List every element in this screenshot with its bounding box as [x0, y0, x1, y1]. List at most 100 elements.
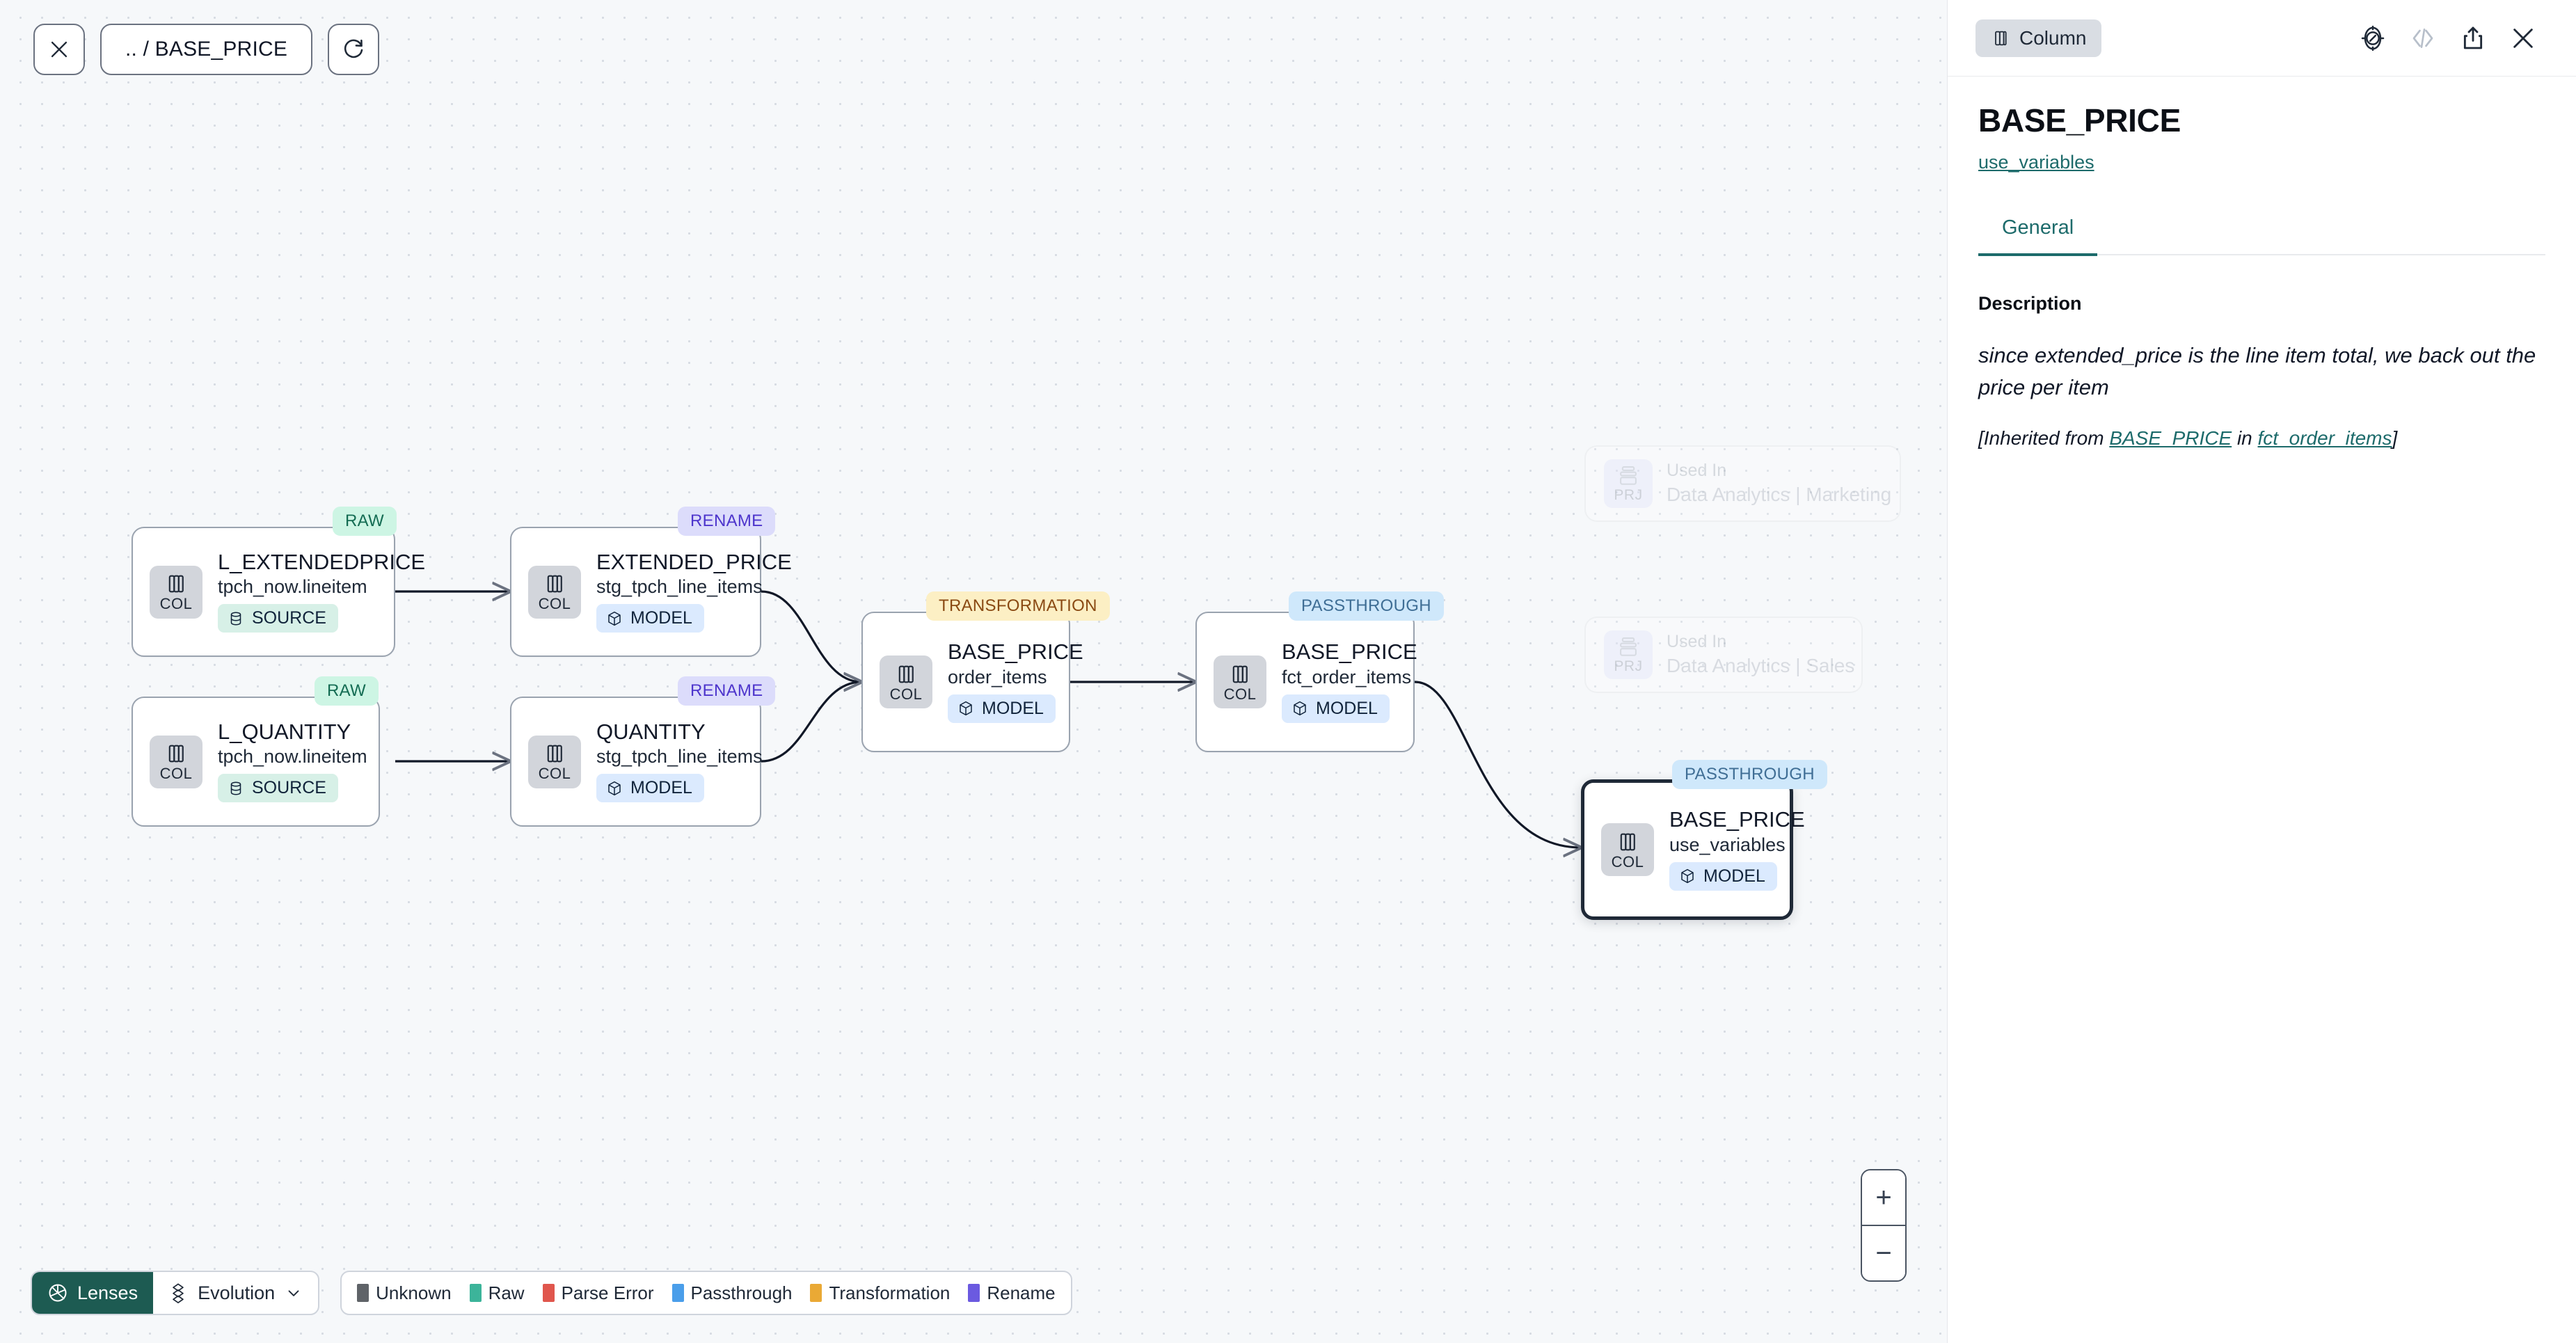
entity-type-chip[interactable]: Column	[1975, 19, 2102, 57]
evolution-dropdown[interactable]: Evolution	[153, 1272, 318, 1314]
lenses-label: Lenses	[77, 1282, 138, 1303]
column-icon-tile: COL	[1601, 823, 1654, 876]
column-icon	[168, 575, 184, 593]
cube-icon	[960, 701, 972, 716]
project-icon-label: PRJ	[1614, 658, 1643, 674]
legend-label: Rename	[987, 1282, 1056, 1303]
refresh-button[interactable]	[328, 24, 380, 75]
used-in-label: Used In	[1667, 460, 1727, 480]
evolution-label: Evolution	[198, 1282, 276, 1303]
compass-icon[interactable]	[2359, 24, 2387, 52]
project-icon	[1620, 466, 1637, 485]
share-icon[interactable]	[2459, 24, 2487, 52]
lineage-node-extended-price[interactable]: COL EXTENDED_PRICE stg_tpch_line_items M…	[510, 527, 792, 657]
breadcrumb[interactable]: .. / BASE_PRICE	[100, 24, 313, 75]
zoom-out-button[interactable]: −	[1862, 1226, 1905, 1280]
details-panel-body: BASE_PRICE use_variables General Descrip…	[1948, 77, 2576, 452]
used-in-card[interactable]: PRJ Used In Data Analytics | Marketing	[1584, 445, 1901, 522]
refresh-icon	[344, 39, 363, 58]
node-type-label: SOURCE	[252, 608, 326, 628]
legend-item-passthrough: Passthrough	[671, 1282, 793, 1304]
column-icon-label: COL	[1611, 852, 1644, 871]
project-icon-tile: PRJ	[1604, 459, 1653, 508]
lineage-node-l-extendedprice[interactable]: COL L_EXTENDEDPRICE tpch_now.lineitem SO…	[132, 527, 425, 657]
used-in-name: Data Analytics | Marketing	[1667, 484, 1892, 506]
zoom-in-button[interactable]: +	[1862, 1170, 1905, 1225]
column-icon	[168, 745, 184, 763]
used-in-label: Used In	[1667, 631, 1727, 651]
inherited-suffix: ]	[2392, 427, 2398, 449]
column-icon	[547, 575, 562, 593]
database-icon	[230, 781, 241, 795]
column-icon	[1995, 31, 2007, 45]
node-title: BASE_PRICE	[948, 639, 1083, 665]
node-kind-badge: PASSTHROUGH	[1289, 591, 1444, 621]
column-icon-tile: COL	[528, 565, 581, 619]
inherited-prefix: [Inherited from	[1978, 427, 2110, 449]
node-title: BASE_PRICE	[1669, 807, 1805, 832]
legend-item-raw: Raw	[469, 1282, 525, 1304]
project-icon-label: PRJ	[1614, 486, 1643, 503]
legend-swatch	[810, 1284, 822, 1302]
canvas-toolbar: .. / BASE_PRICE	[33, 24, 380, 75]
node-title: L_QUANTITY	[218, 719, 351, 744]
column-icon-label: COL	[538, 765, 571, 782]
legend-label: Passthrough	[690, 1282, 793, 1303]
column-icon-label: COL	[159, 765, 193, 782]
legend-swatch	[357, 1284, 369, 1302]
node-type-pill: MODEL	[948, 694, 1056, 723]
close-button[interactable]	[33, 24, 85, 75]
lineage-node-base-price-use-variables[interactable]: COL BASE_PRICE use_variables MODEL	[1581, 779, 1805, 920]
node-type-pill: MODEL	[596, 604, 704, 633]
node-type-pill: MODEL	[1669, 861, 1777, 891]
details-panel: Column	[1947, 0, 2576, 1343]
cube-icon	[1681, 869, 1694, 884]
legend-swatch	[671, 1284, 684, 1302]
code-icon[interactable]	[2409, 24, 2437, 52]
close-icon	[51, 41, 67, 58]
column-icon-tile: COL	[150, 735, 202, 788]
column-icon-tile: COL	[880, 655, 932, 708]
node-kind-badge: RENAME	[678, 507, 776, 536]
description-section-title: Description	[1978, 293, 2082, 314]
lenses-group: Lenses Evolution	[31, 1271, 320, 1315]
legend-item-transformation: Transformation	[810, 1282, 950, 1304]
column-icon	[547, 745, 562, 763]
chevron-down-icon	[288, 1290, 299, 1296]
zoom-controls: + −	[1861, 1169, 1907, 1282]
node-type-label: MODEL	[1316, 698, 1378, 718]
zoom-divider	[1862, 1225, 1905, 1226]
node-kind-badge: PASSTHROUGH	[1672, 760, 1827, 789]
node-type-pill: MODEL	[1282, 694, 1390, 723]
node-subtitle: stg_tpch_line_items	[596, 576, 763, 598]
lineage-node-base-price-order-items[interactable]: COL BASE_PRICE order_items MODEL	[861, 612, 1083, 752]
lineage-node-quantity[interactable]: COL QUANTITY stg_tpch_line_items MODEL	[510, 697, 763, 827]
tab-general[interactable]: General	[1978, 216, 2098, 256]
node-subtitle: stg_tpch_line_items	[596, 746, 763, 768]
panel-tabs: General	[1978, 216, 2545, 256]
inherited-middle: in	[2232, 427, 2258, 449]
details-panel-header: Column	[1948, 0, 2576, 77]
canvas-bottom-bar: Lenses Evolution Unkno	[31, 1271, 1072, 1315]
node-subtitle: fct_order_items	[1282, 666, 1412, 688]
lineage-node-base-price-fct-order-items[interactable]: COL BASE_PRICE fct_order_items MODEL	[1195, 612, 1417, 752]
aperture-icon	[49, 1284, 67, 1302]
evolution-icon	[173, 1283, 184, 1303]
column-icon	[1232, 665, 1248, 683]
project-icon	[1620, 637, 1637, 656]
node-subtitle: tpch_now.lineitem	[218, 576, 367, 598]
close-icon[interactable]	[2509, 24, 2537, 52]
node-type-label: MODEL	[1703, 866, 1765, 886]
lineage-canvas[interactable]: .. / BASE_PRICE PRJ	[0, 0, 1947, 1343]
lenses-button[interactable]: Lenses	[32, 1272, 154, 1314]
used-in-card[interactable]: PRJ Used In Data Analytics | Sales	[1584, 617, 1863, 693]
legend-label: Parse Error	[561, 1282, 654, 1303]
inherited-column-link[interactable]: BASE_PRICE	[2109, 427, 2232, 449]
column-icon-label: COL	[159, 595, 193, 612]
inherited-model-link[interactable]: fct_order_items	[2257, 427, 2392, 449]
node-title: L_EXTENDEDPRICE	[218, 549, 426, 574]
legend-swatch	[469, 1284, 482, 1302]
lineage-node-l-quantity[interactable]: COL L_QUANTITY tpch_now.lineitem SOURCE	[132, 697, 380, 827]
parent-model-link[interactable]: use_variables	[1978, 152, 2094, 173]
column-icon-tile: COL	[528, 735, 581, 788]
